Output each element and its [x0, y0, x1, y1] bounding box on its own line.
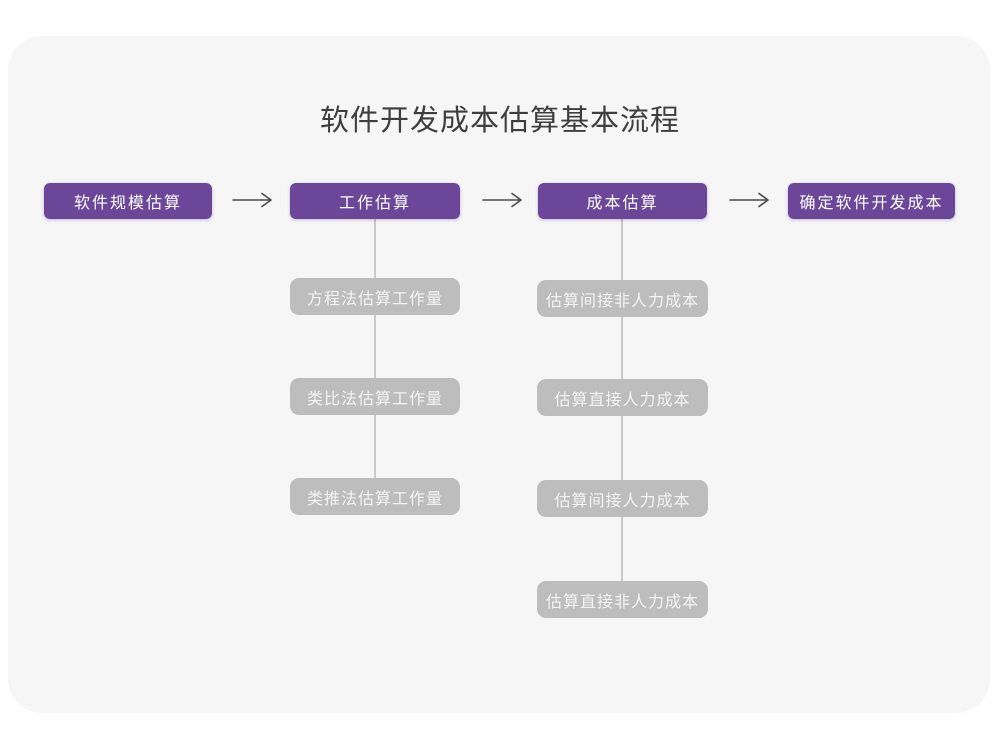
stage-box-scale-estimation: 软件规模估算: [44, 183, 212, 219]
sub-box-direct-labor-cost: 估算直接人力成本: [537, 379, 708, 416]
sub-box-indirect-nonlabor-cost: 估算间接非人力成本: [537, 280, 708, 317]
sub-box-analogy-method: 类比法估算工作量: [290, 378, 460, 415]
diagram-card: [8, 36, 990, 713]
stage-box-work-estimation: 工作估算: [290, 183, 460, 219]
sub-box-direct-nonlabor-cost: 估算直接非人力成本: [537, 581, 708, 618]
arrow-right-icon: [481, 189, 525, 211]
stage-label: 软件规模估算: [73, 195, 182, 212]
sub-label: 估算间接人力成本: [554, 492, 691, 510]
sub-box-equation-method: 方程法估算工作量: [290, 278, 460, 315]
stage-box-determine-cost: 确定软件开发成本: [788, 183, 955, 219]
arrow-right-icon: [231, 189, 275, 211]
sub-box-indirect-labor-cost: 估算间接人力成本: [537, 480, 708, 517]
sub-label: 估算间接非人力成本: [545, 292, 699, 310]
stage-label: 成本估算: [586, 195, 659, 212]
sub-label: 估算直接非人力成本: [545, 593, 699, 611]
diagram-title: 软件开发成本估算基本流程: [319, 105, 680, 137]
stage-box-cost-estimation: 成本估算: [538, 183, 707, 219]
sub-label: 类推法估算工作量: [306, 490, 443, 508]
connector-line-work: [374, 219, 376, 481]
arrow-right-icon: [728, 189, 772, 211]
stage-label: 确定软件开发成本: [799, 195, 944, 212]
sub-label: 类比法估算工作量: [306, 390, 443, 408]
sub-box-extrapolation-method: 类推法估算工作量: [290, 478, 460, 515]
sub-label: 方程法估算工作量: [306, 290, 443, 308]
stage-label: 工作估算: [338, 195, 411, 212]
sub-label: 估算直接人力成本: [554, 391, 691, 409]
